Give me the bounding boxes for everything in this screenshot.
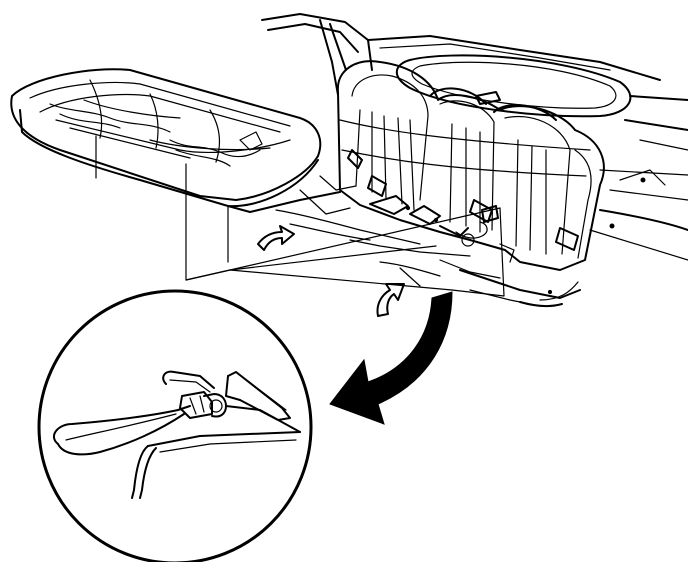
rear-seat-back	[336, 60, 605, 271]
rear-body-structure	[261, 13, 688, 261]
detail-callout-lines	[185, 207, 505, 297]
detail-inset-circle	[37, 289, 313, 562]
direction-arrow-right	[376, 283, 405, 317]
rear-seat-cushion	[10, 68, 322, 281]
curved-callout-arrow	[329, 291, 453, 425]
direction-arrow-left	[257, 225, 295, 251]
